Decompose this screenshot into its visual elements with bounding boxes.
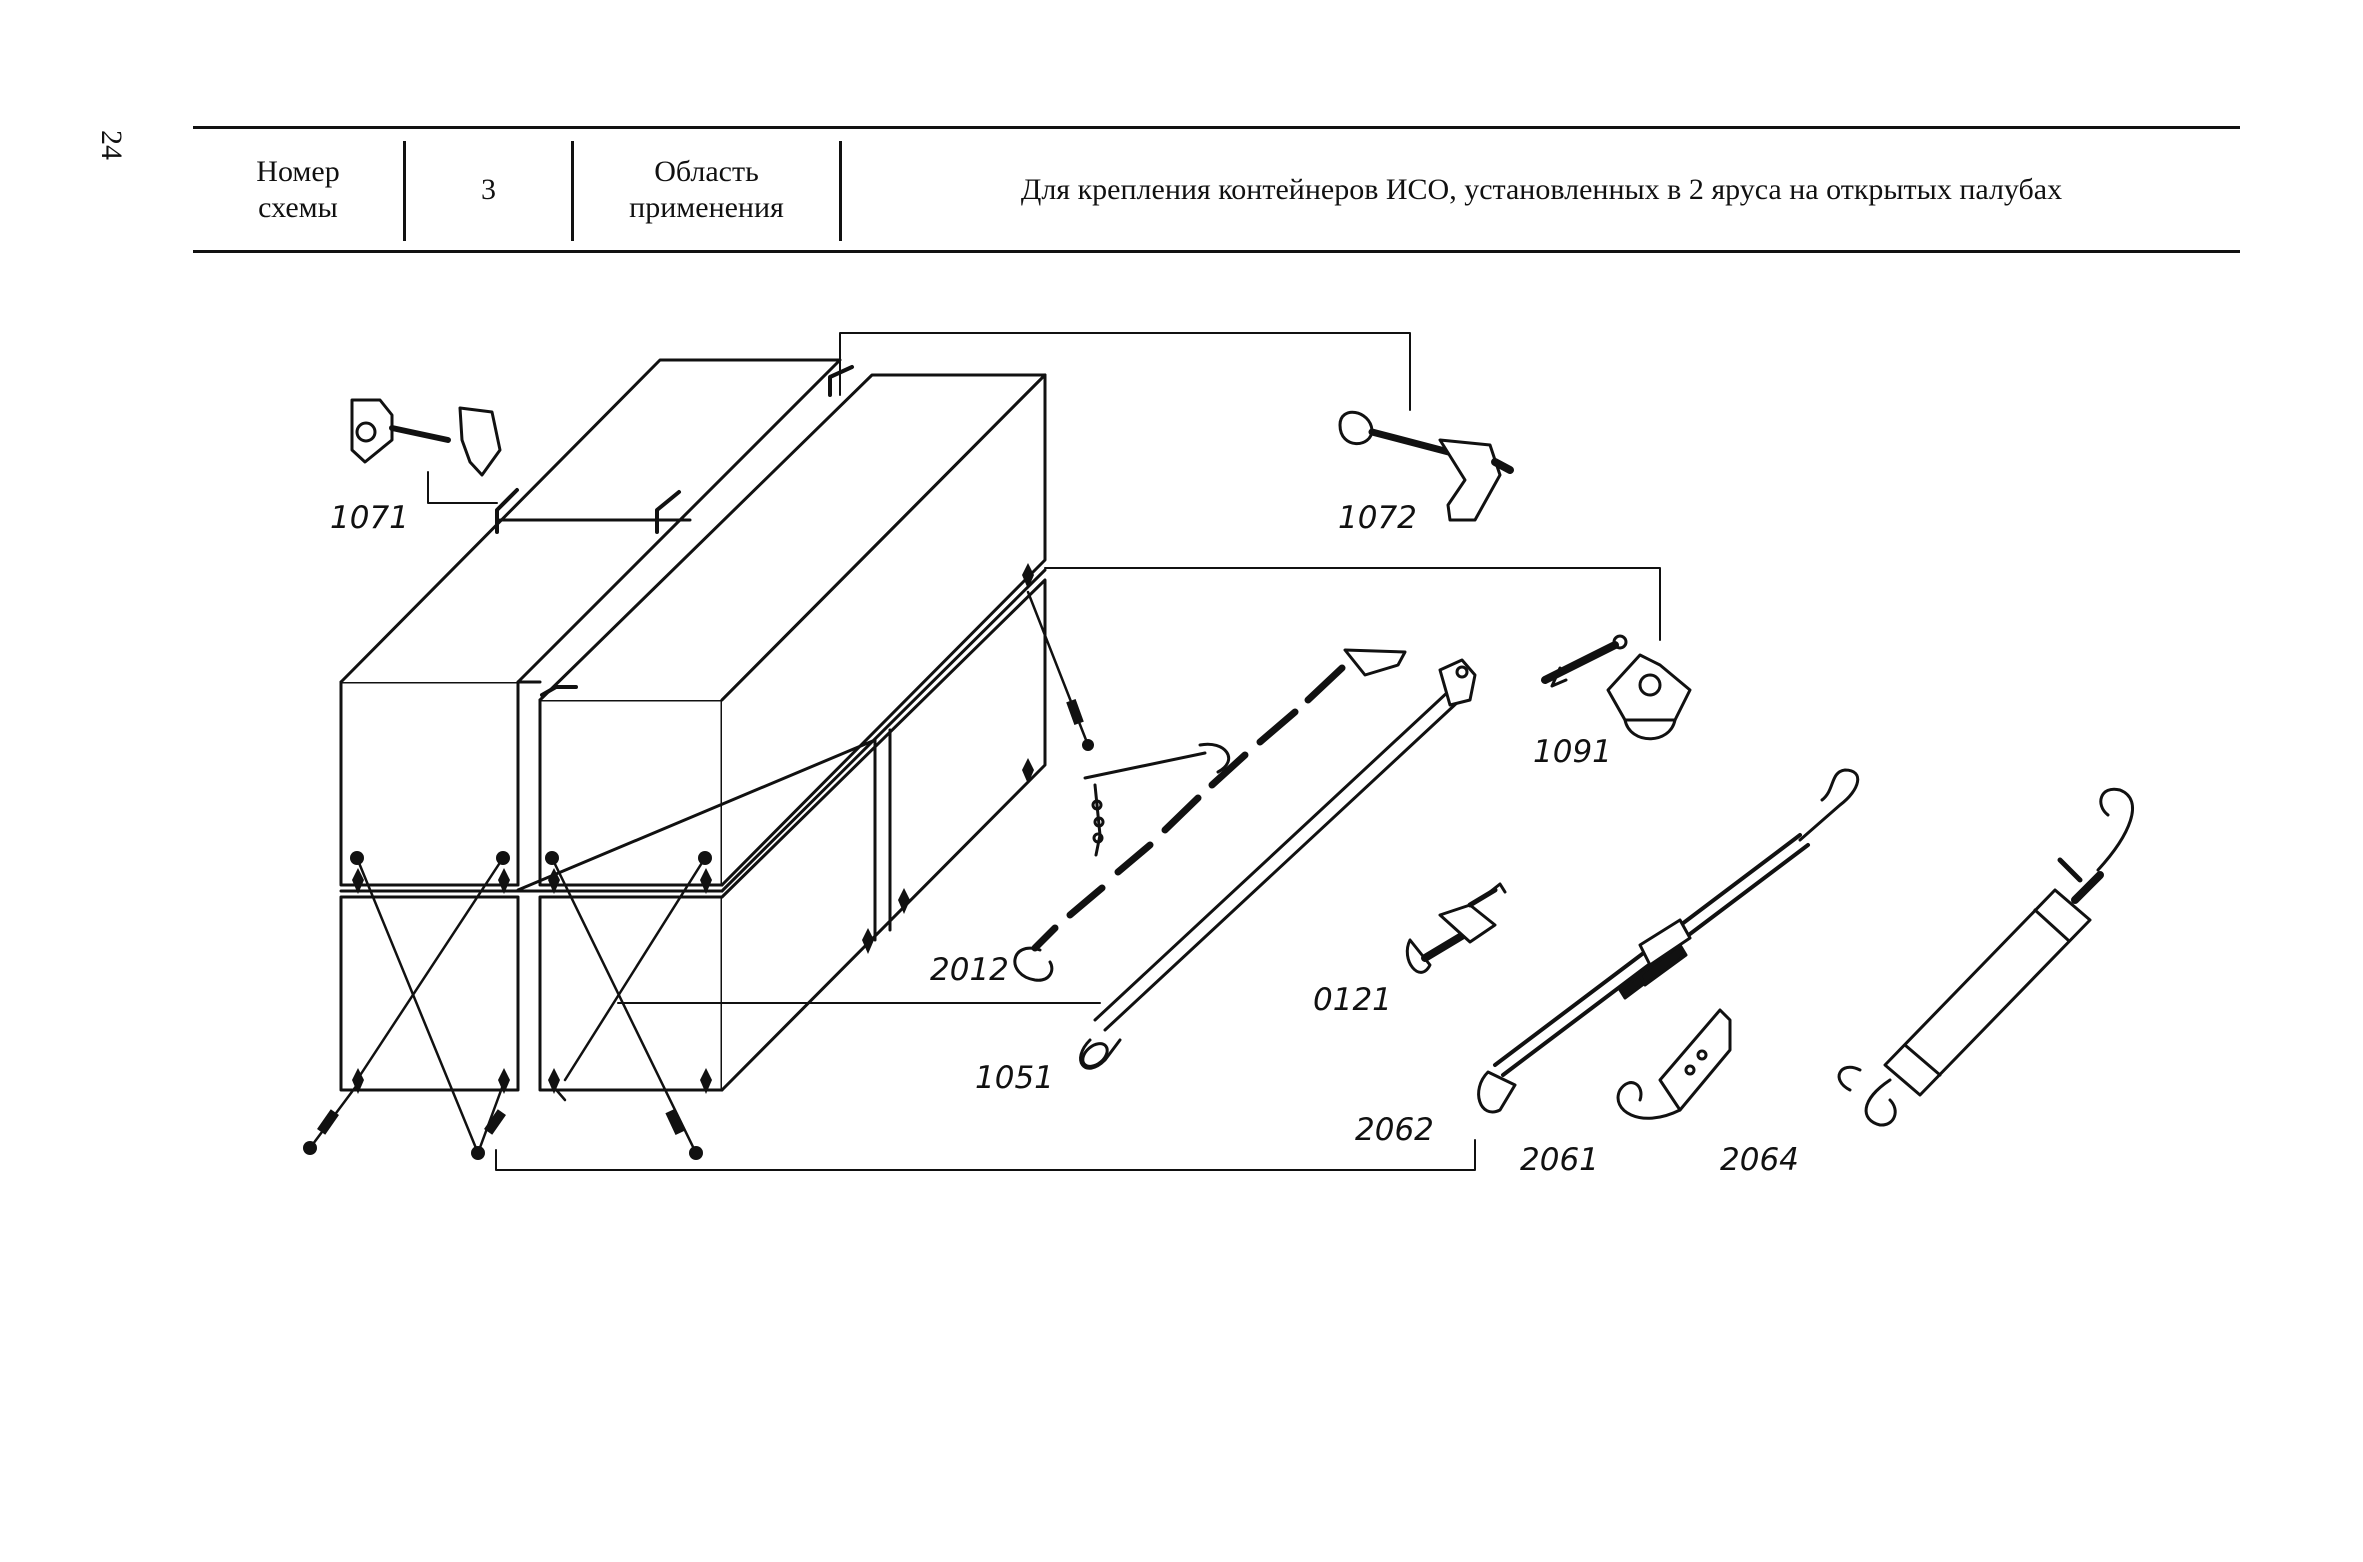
part-label-2061: 2061 bbox=[1520, 1142, 1599, 1178]
part-label-2062: 2062 bbox=[1355, 1112, 1434, 1148]
part-0121-icon bbox=[1405, 882, 1507, 974]
bridge-fittings bbox=[495, 365, 854, 697]
divider bbox=[839, 141, 842, 241]
part-label-2064: 2064 bbox=[1720, 1142, 1799, 1178]
leader-lines bbox=[427, 332, 1661, 1171]
container-stack bbox=[339, 358, 1101, 1092]
part-1071-icon bbox=[350, 398, 502, 477]
part-1051-icon bbox=[1079, 658, 1477, 1070]
scheme-header: Номер схемы 3 Область применения Для кре… bbox=[193, 126, 2240, 253]
application-area-text: Для крепления контейнеров ИСО, установле… bbox=[1020, 172, 2063, 206]
part-label-1072: 1072 bbox=[1338, 500, 1417, 536]
divider bbox=[403, 141, 406, 241]
scheme-number-value: 3 bbox=[481, 172, 496, 206]
part-label-2012: 2012 bbox=[930, 952, 1009, 988]
application-area-label: Область применения bbox=[629, 154, 784, 224]
part-2062-icon bbox=[1477, 768, 1860, 1114]
divider bbox=[571, 141, 574, 241]
lashing-points bbox=[303, 563, 1094, 1160]
part-1072-icon bbox=[1338, 410, 1514, 522]
part-2061-icon bbox=[1616, 1008, 1732, 1120]
scheme-number-label: Номер схемы bbox=[256, 154, 340, 224]
part-2012-icon bbox=[1013, 648, 1407, 982]
part-label-1071: 1071 bbox=[330, 500, 409, 536]
part-label-0121: 0121 bbox=[1313, 982, 1392, 1018]
part-label-1051: 1051 bbox=[975, 1060, 1054, 1096]
part-1091-icon bbox=[1541, 634, 1692, 741]
part-2064-icon bbox=[1837, 787, 2135, 1127]
part-label-1091: 1091 bbox=[1533, 734, 1612, 770]
